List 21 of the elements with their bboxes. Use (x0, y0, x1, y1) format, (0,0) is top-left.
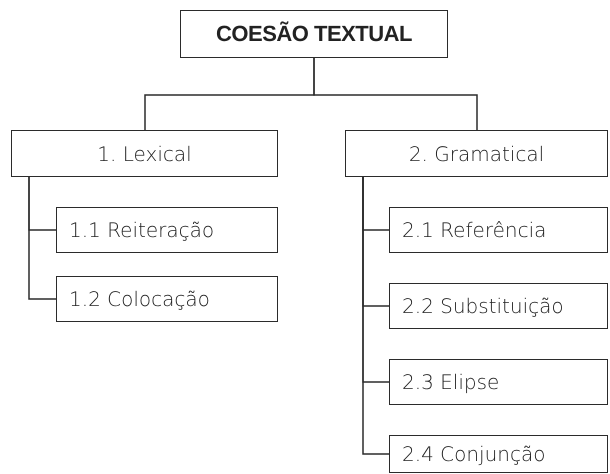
connector-line (313, 58, 478, 130)
node-label: 2.1 Referência (402, 218, 546, 242)
category-box (345, 130, 608, 177)
node-label: COESÃO TEXTUAL (216, 21, 412, 47)
node-label: 2.3 Elipse (402, 370, 500, 394)
node-label: 1. Lexical (97, 142, 192, 166)
node-label: 1.1 Reiteração (69, 218, 214, 242)
node-label: 2.2 Substituição (402, 294, 564, 318)
category-box (389, 435, 608, 473)
node-label: 2.4 Conjunção (402, 442, 546, 466)
category-box (389, 359, 608, 405)
node-label: 1.2 Colocação (69, 287, 210, 311)
category-box (389, 207, 608, 253)
category-box (56, 207, 278, 253)
connector-line (362, 177, 389, 455)
node-label: 2. Gramatical (408, 142, 544, 166)
category-box (389, 283, 608, 329)
category-box (56, 276, 278, 322)
category-box (11, 130, 278, 177)
connector-line (28, 177, 56, 300)
title-box (180, 10, 448, 58)
